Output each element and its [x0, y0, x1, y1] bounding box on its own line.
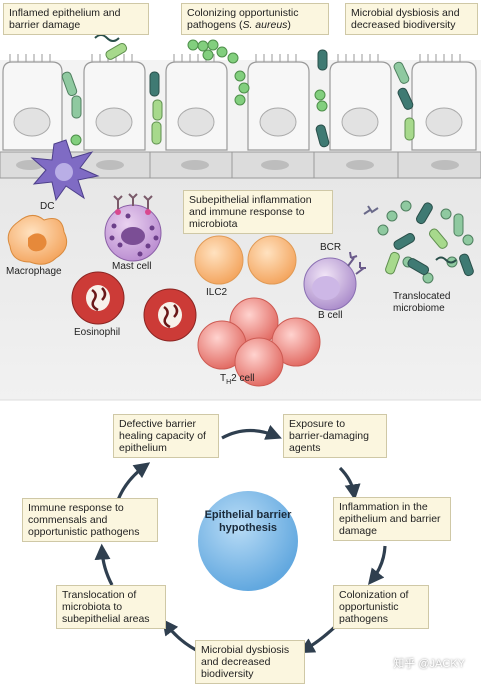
- subepithelial-text: Subepithelial inflammation and immune re…: [189, 194, 312, 230]
- th2-cells: [197, 297, 321, 387]
- mast-cell: [104, 193, 162, 262]
- step-translocation-text: Translocation of microbiota to subepithe…: [62, 589, 150, 625]
- hypothesis-circle: [198, 491, 298, 591]
- header-colonizing-italic: S. aureus: [242, 19, 288, 31]
- label-b-cell: B cell: [318, 310, 343, 321]
- subepithelial-inflammation-label: Subepithelial inflammation and immune re…: [183, 190, 333, 234]
- dendritic-cell: [30, 139, 100, 202]
- step-dysbiosis: Microbial dysbiosis and decreased biodiv…: [195, 640, 305, 684]
- step-dysbiosis-text: Microbial dysbiosis and decreased biodiv…: [201, 644, 290, 680]
- label-macrophage: Macrophage: [6, 266, 62, 277]
- header-colonizing-text: Colonizing opportunistic pathogens (: [187, 7, 299, 31]
- th2-sub: H: [226, 379, 232, 386]
- label-bcr: BCR: [320, 242, 342, 253]
- step-exposure: Exposure to barrier-damaging agents: [283, 414, 387, 458]
- step-translocation: Translocation of microbiota to subepithe…: [56, 585, 166, 629]
- label-eosinophil: Eosinophil: [74, 327, 121, 338]
- th2-rest: 2 cell: [231, 373, 255, 384]
- step-inflammation-text: Inflammation in the epithelium and barri…: [339, 501, 441, 537]
- label-translocated-microbiome: Translocated microbiome: [393, 291, 451, 314]
- step-colonization-text: Colonization of opportunistic pathogens: [339, 589, 409, 625]
- eosinophil-cells: [71, 271, 197, 342]
- watermark: 知乎 @JACKY: [393, 658, 465, 670]
- translocated-microbiome: [363, 200, 474, 284]
- th2-main: T: [220, 373, 227, 384]
- cycle-arrows: [94, 424, 387, 654]
- bacteria-group: [61, 34, 415, 148]
- label-dc: DC: [40, 201, 55, 212]
- step-defective-text: Defective barrier healing capacity of ep…: [119, 418, 206, 454]
- header-inflamed-epithelium: Inflamed epithelium and barrier damage: [3, 3, 149, 35]
- step-colonization: Colonization of opportunistic pathogens: [333, 585, 429, 629]
- step-inflammation: Inflammation in the epithelium and barri…: [333, 497, 451, 541]
- header-colonizing-pathogens: Colonizing opportunistic pathogens (S. a…: [181, 3, 329, 35]
- label-ilc2: ILC2: [206, 287, 228, 298]
- step-defective-healing: Defective barrier healing capacity of ep…: [113, 414, 219, 458]
- step-exposure-text: Exposure to barrier-damaging agents: [289, 418, 369, 454]
- label-mast-cell: Mast cell: [112, 261, 152, 272]
- header-microbial-dysbiosis: Microbial dysbiosis and decreased biodiv…: [345, 3, 478, 35]
- step-immune-text: Immune response to commensals and opport…: [28, 502, 140, 538]
- header-inflamed-text: Inflamed epithelium and barrier damage: [9, 7, 121, 31]
- macrophage-cell: [7, 215, 68, 265]
- header-colonizing-close: ): [287, 19, 291, 31]
- b-cell: [303, 251, 366, 311]
- hypothesis-title: Epithelial barrier hypothesis: [204, 509, 292, 534]
- label-th2-cell: TH2 cell: [220, 373, 255, 386]
- step-immune-response: Immune response to commensals and opport…: [22, 498, 158, 542]
- ilc2-cells: [194, 235, 297, 285]
- header-dysbiosis-text: Microbial dysbiosis and decreased biodiv…: [351, 7, 460, 31]
